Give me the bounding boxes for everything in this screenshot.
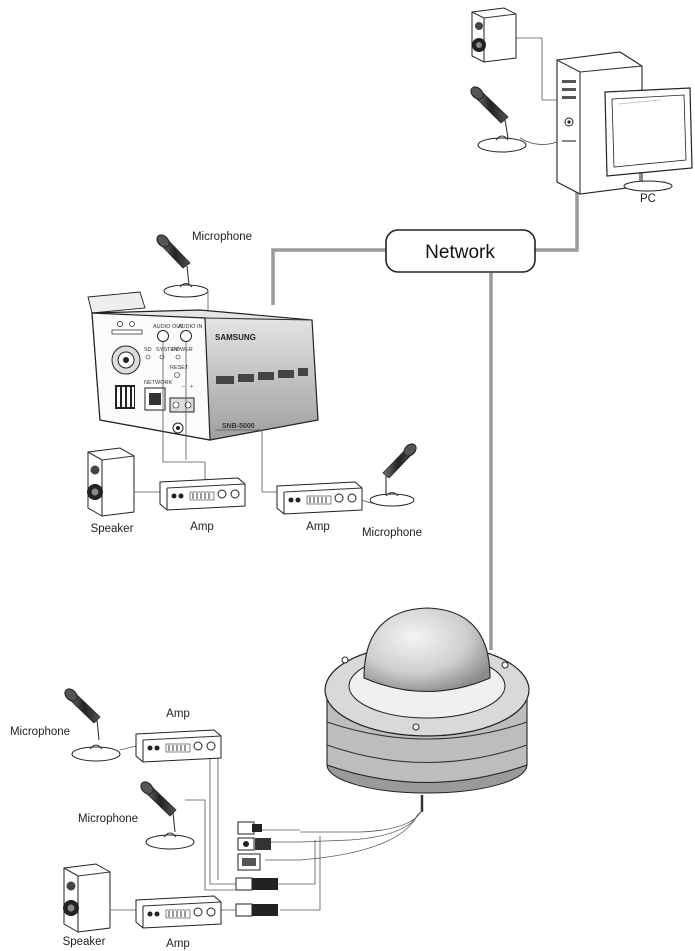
port-label: POWER bbox=[172, 347, 193, 353]
amp-icon bbox=[136, 730, 221, 762]
amp-icon bbox=[277, 482, 362, 514]
pc-monitor-icon bbox=[605, 88, 692, 191]
pc-label: PC bbox=[640, 193, 656, 205]
speaker-icon bbox=[472, 8, 516, 62]
port-label: NETWORK bbox=[144, 380, 172, 386]
box-camera: AUDIO OUT AUDIO IN SD SYSTEM POWER RESET… bbox=[88, 292, 318, 440]
speaker-icon bbox=[87, 448, 134, 516]
amp-label: Amp bbox=[166, 938, 190, 950]
port-label: SD bbox=[144, 347, 152, 353]
amp-label: Amp bbox=[166, 708, 190, 720]
microphone-icon bbox=[63, 687, 120, 761]
network-label: Network bbox=[425, 242, 495, 263]
camera-model: SNB-5000 bbox=[222, 423, 255, 430]
microphone-label: Microphone bbox=[192, 231, 252, 243]
microphone-label: Microphone bbox=[10, 726, 70, 738]
speaker-label: Speaker bbox=[63, 936, 106, 948]
microphone-label: Microphone bbox=[78, 813, 138, 825]
microphone-icon bbox=[139, 780, 194, 849]
speaker-label: Speaker bbox=[91, 523, 134, 535]
speaker-icon bbox=[63, 864, 110, 932]
amp-icon bbox=[136, 896, 221, 928]
microphone-icon bbox=[370, 442, 418, 506]
amp-icon bbox=[160, 478, 245, 510]
microphone-icon bbox=[469, 85, 526, 152]
microphone-label: Microphone bbox=[362, 527, 422, 539]
network-box: Network bbox=[386, 230, 535, 272]
cable-connectors bbox=[236, 822, 278, 916]
amp-label: Amp bbox=[306, 521, 330, 533]
port-label: AUDIO IN bbox=[178, 324, 202, 330]
amp-label: Amp bbox=[190, 521, 214, 533]
dome-camera bbox=[325, 608, 529, 812]
camera-brand: SAMSUNG bbox=[215, 333, 256, 342]
svg-text:+: + bbox=[190, 384, 193, 390]
